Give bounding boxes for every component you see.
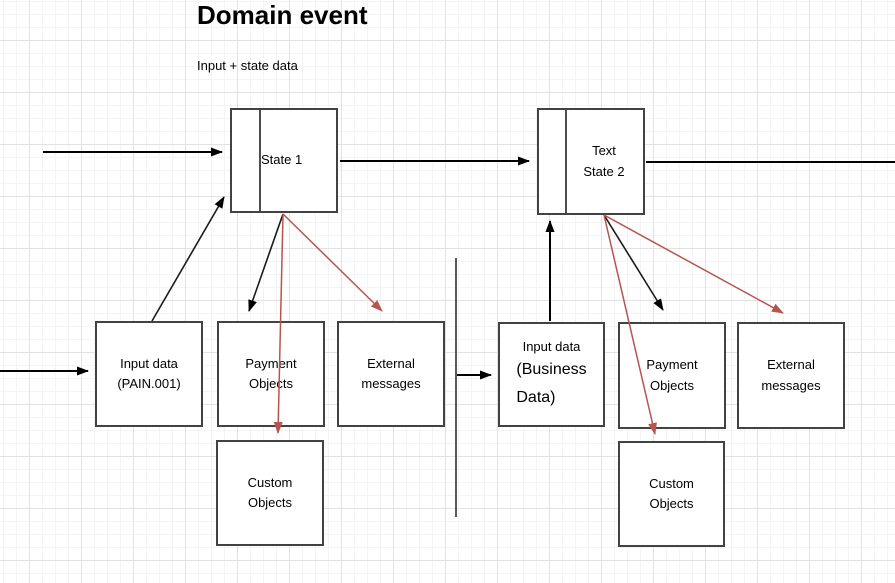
node-payment-objects-right[interactable]: Payment Objects: [618, 322, 726, 429]
input-data-pain001-label: Input data (PAIN.001): [117, 355, 181, 391]
connector-inputdata-to-state1[interactable]: [151, 196, 225, 322]
connector-state1-to-external-left[interactable]: [282, 213, 383, 312]
connector-state2-to-payment-right[interactable]: [603, 214, 664, 311]
connector-state2-to-external-right[interactable]: [603, 214, 784, 314]
node-external-messages-left[interactable]: External messages: [337, 321, 445, 427]
node-state-1[interactable]: State 1: [230, 108, 338, 213]
node-input-data-business[interactable]: Input data (Business Data): [498, 322, 605, 427]
diagram-subtitle: Input + state data: [197, 58, 298, 73]
input-data-business-label-small: Input data: [522, 339, 581, 355]
payment-objects-right-label: Payment Objects: [646, 357, 698, 393]
connector-state1-to-payment-left[interactable]: [248, 213, 284, 312]
node-state-2[interactable]: Text State 2: [537, 108, 645, 215]
state2-label: Text State 2: [583, 143, 625, 179]
node-input-data-pain001[interactable]: Input data (PAIN.001): [95, 321, 203, 427]
node-custom-objects-left[interactable]: Custom Objects: [216, 440, 324, 546]
node-payment-objects-left[interactable]: Payment Objects: [217, 321, 325, 427]
external-messages-right-label: External messages: [761, 357, 821, 393]
node-external-messages-right[interactable]: External messages: [737, 322, 845, 429]
payment-objects-left-label: Payment Objects: [245, 355, 297, 391]
external-messages-left-label: External messages: [361, 355, 421, 391]
node-custom-objects-right[interactable]: Custom Objects: [618, 441, 725, 547]
diagram-title: Domain event: [197, 0, 368, 30]
custom-objects-right-label: Custom Objects: [649, 475, 694, 511]
custom-objects-left-label: Custom Objects: [247, 474, 293, 510]
state1-lane-divider: [259, 110, 261, 211]
input-data-business-label-large: (Business Data): [516, 361, 587, 406]
state2-lane-divider: [565, 110, 567, 213]
state1-label: State 1: [261, 152, 303, 168]
